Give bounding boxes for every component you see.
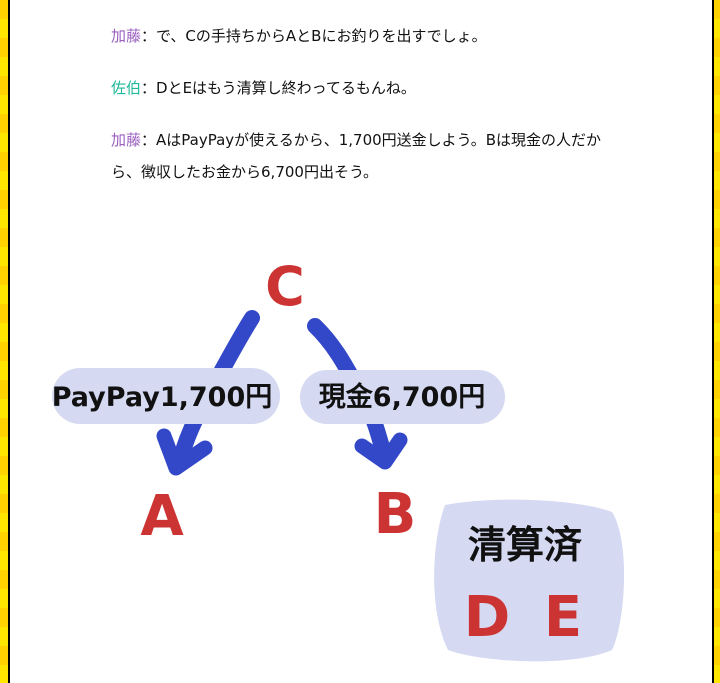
separator: ： xyxy=(141,131,157,149)
dialogue-line: 佐伯：DとEはもう清算し終わってるもんね。 xyxy=(111,72,611,104)
speaker-name: 加藤 xyxy=(111,131,142,149)
node-a: A xyxy=(140,484,184,549)
speaker-name: 佐伯 xyxy=(111,79,142,97)
speaker-name: 加藤 xyxy=(111,27,142,45)
arrowhead-a xyxy=(156,428,213,476)
settled-title: 清算済 xyxy=(468,523,583,567)
dialogue-text: で、Cの手持ちからAとBにお釣りを出すでしょ。 xyxy=(156,27,487,45)
dialogue-text: DとEはもう清算し終わってるもんね。 xyxy=(156,79,416,97)
dialogue-line: 加藤：で、Cの手持ちからAとBにお釣りを出すでしょ。 xyxy=(111,20,611,52)
label-cash: 現金6,700円 xyxy=(319,381,485,413)
settled-bubble xyxy=(434,499,625,662)
right-border xyxy=(712,0,720,683)
separator: ： xyxy=(141,79,157,97)
dialogue-text: AはPayPayが使えるから、1,700円送金しよう。Bは現金の人だから、徴収し… xyxy=(111,131,602,181)
node-c: C xyxy=(265,255,305,318)
node-d: D xyxy=(464,585,510,650)
label-bubble-b xyxy=(300,370,505,424)
node-b: B xyxy=(374,482,417,547)
label-bubble-a xyxy=(52,368,280,424)
dialogue-line: 加藤：AはPayPayが使えるから、1,700円送金しよう。Bは現金の人だから、… xyxy=(111,124,611,188)
arrowhead-b xyxy=(354,432,408,470)
separator: ： xyxy=(141,27,157,45)
node-e: E xyxy=(544,585,582,650)
left-border xyxy=(0,0,10,683)
label-paypay: PayPay1,700円 xyxy=(52,382,273,413)
